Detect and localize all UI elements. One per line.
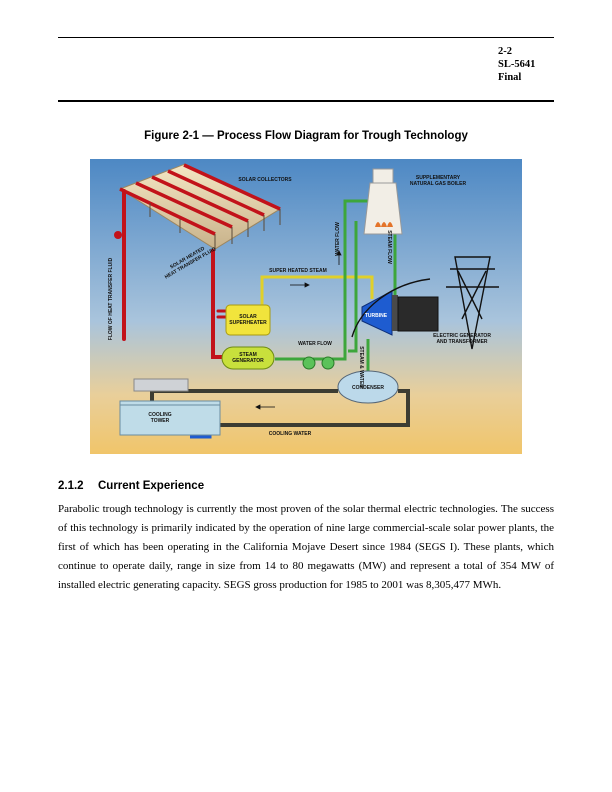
htf-loop-pipe xyxy=(114,189,234,359)
cooling-tower xyxy=(119,378,221,436)
label-cooling-water: COOLING WATER xyxy=(269,431,312,437)
document-status: Final xyxy=(498,72,522,83)
label-steam-water: STEAM & WATER xyxy=(358,346,364,388)
label-generator: GENERATOR xyxy=(232,358,264,364)
section-heading: 2.1.2 Current Experience xyxy=(58,480,204,492)
figure-caption: Figure 2-1 — Process Flow Diagram for Tr… xyxy=(144,130,468,142)
label-flow-htf: FLOW OF HEAT TRANSFER FLUID xyxy=(108,257,114,340)
solar-collector-array xyxy=(118,163,282,251)
pump-1 xyxy=(302,356,316,370)
label-condenser: CONDENSER xyxy=(352,385,384,391)
label-transformer: AND TRANSFORMER xyxy=(436,339,487,345)
header-rule-bottom xyxy=(58,100,554,102)
label-gas-boiler: NATURAL GAS BOILER xyxy=(410,181,467,187)
superheated-steam-pipe xyxy=(260,275,374,309)
label-solar-collectors: SOLAR COLLECTORS xyxy=(238,177,292,183)
label-electric-generator: ELECTRIC GENERATOR xyxy=(433,333,491,339)
label-water-flow-vertical: WATER FLOW xyxy=(335,222,341,256)
flow-arrows xyxy=(255,250,342,410)
label-steam-flow: STEAM FLOW xyxy=(386,230,392,264)
label-turbine: TURBINE xyxy=(365,313,388,319)
label-cooling: COOLING xyxy=(148,412,171,418)
label-super-heated-steam: SUPER HEATED STEAM xyxy=(269,268,327,274)
label-superheater: SUPERHEATER xyxy=(229,320,267,326)
transmission-tower xyxy=(351,256,499,350)
label-steam: STEAM xyxy=(239,352,257,358)
solar-superheater xyxy=(225,304,271,336)
section-title: Current Experience xyxy=(98,480,205,492)
label-water-flow-horizontal: WATER FLOW xyxy=(298,341,332,347)
gas-boiler xyxy=(363,168,403,235)
process-flow-diagram: SOLAR COLLECTORS SUPPLEMENTARY NATURAL G… xyxy=(90,159,522,454)
body-paragraph: Parabolic trough technology is currently… xyxy=(58,503,554,591)
label-supplementary: SUPPLEMENTARY xyxy=(416,175,461,181)
header-rule-top xyxy=(58,37,554,38)
condenser xyxy=(337,370,399,404)
page-header: 2-2 SL-5641 Final xyxy=(498,45,535,84)
page-number: 2-2 xyxy=(498,46,512,57)
electric-generator xyxy=(397,296,439,332)
section-number: 2.1.2 xyxy=(58,480,84,492)
document-id: SL-5641 xyxy=(498,59,536,70)
steam-generator xyxy=(221,346,275,370)
label-solar: SOLAR xyxy=(239,314,257,320)
label-tower: TOWER xyxy=(151,418,170,424)
pump-2 xyxy=(321,356,335,370)
